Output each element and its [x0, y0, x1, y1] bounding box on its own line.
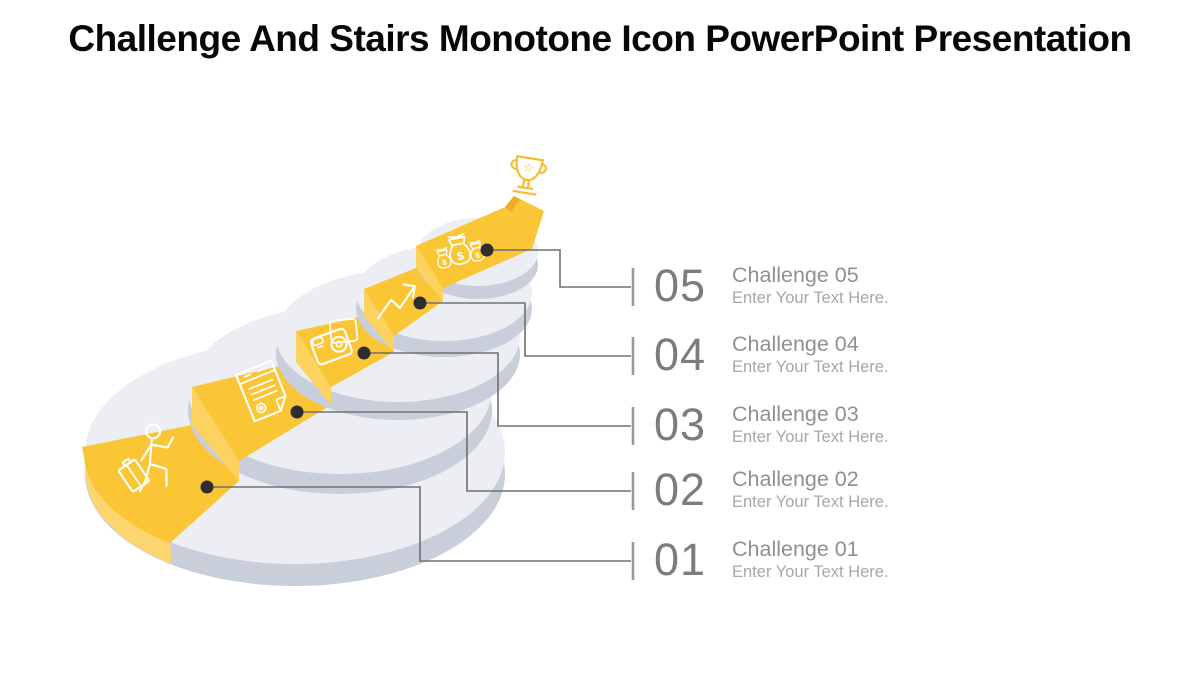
- connector-dot-1: [200, 480, 214, 494]
- trophy-icon: ☆: [510, 155, 547, 196]
- connector-step-4: [420, 302, 631, 357]
- challenge-subtitle: Enter Your Text Here.: [732, 358, 889, 376]
- stair-riser-2: [192, 387, 239, 481]
- connector-step-3: [364, 352, 631, 427]
- connector-step-5: [487, 249, 631, 288]
- document-certificate-icon: [234, 359, 287, 423]
- stair-arrow-tip: [505, 196, 544, 249]
- connector-dot-5: [480, 243, 494, 257]
- challenge-subtitle: Enter Your Text Here.: [732, 289, 889, 307]
- challenge-row-01: 01 Challenge 01 Enter Your Text Here.: [654, 532, 889, 590]
- stair-step-1: [82, 425, 239, 543]
- wallet-icon: [309, 318, 359, 366]
- connector-dot-2: [290, 405, 304, 419]
- stair-arrow-edge: [505, 196, 520, 212]
- growth-arrow-icon: [376, 283, 416, 320]
- challenge-title: Challenge 05: [732, 263, 859, 287]
- svg-text:$: $: [441, 258, 448, 268]
- stair-yellow-rim: [84, 455, 172, 564]
- connector-step-2: [297, 411, 631, 492]
- challenge-title: Challenge 02: [732, 467, 859, 491]
- stair-riser-4: [364, 289, 394, 352]
- svg-text:☆: ☆: [521, 160, 535, 177]
- connector-lines: [200, 243, 635, 580]
- challenge-title: Challenge 01: [732, 537, 859, 561]
- challenge-number: 01: [654, 534, 707, 585]
- challenge-row-02: 02 Challenge 02 Enter Your Text Here.: [654, 462, 889, 520]
- challenge-number: 04: [654, 329, 707, 380]
- svg-text:$: $: [456, 248, 466, 263]
- challenge-number: 03: [654, 399, 707, 450]
- running-businessman-icon: [117, 423, 174, 493]
- connector-dot-3: [357, 346, 371, 360]
- stair-riser-5: [416, 246, 443, 301]
- challenge-row-04: 04 Challenge 04 Enter Your Text Here.: [654, 327, 889, 385]
- challenge-row-03: 03 Challenge 03 Enter Your Text Here.: [654, 397, 889, 455]
- challenge-title: Challenge 03: [732, 402, 859, 426]
- slide-title: Challenge And Stairs Monotone Icon Power…: [68, 18, 1132, 59]
- svg-text:$: $: [475, 250, 482, 260]
- challenge-title: Challenge 04: [732, 332, 859, 356]
- connector-step-1: [207, 486, 631, 562]
- challenge-row-05: 05 Challenge 05 Enter Your Text Here.: [654, 258, 889, 316]
- stair-riser-3: [296, 331, 331, 405]
- challenge-subtitle: Enter Your Text Here.: [732, 493, 889, 511]
- challenge-subtitle: Enter Your Text Here.: [732, 563, 889, 581]
- challenge-number: 05: [654, 260, 707, 311]
- challenge-subtitle: Enter Your Text Here.: [732, 428, 889, 446]
- connector-dot-4: [413, 296, 427, 310]
- challenge-number: 02: [654, 464, 707, 515]
